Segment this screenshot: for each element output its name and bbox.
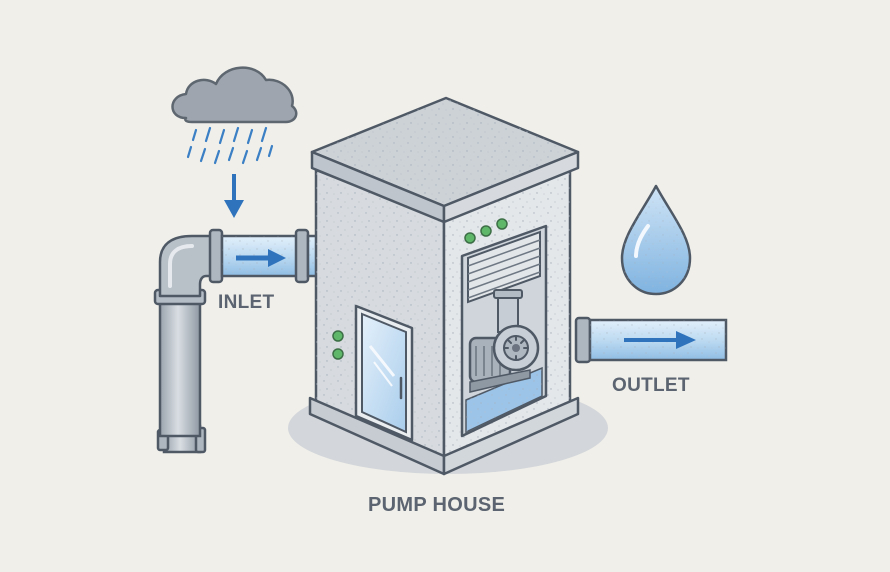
glass-door [354, 304, 414, 442]
rain-cloud-icon [171, 66, 298, 165]
inlet-label: INLET [218, 292, 275, 313]
arrow-down-icon [224, 174, 244, 218]
pump-house [308, 96, 580, 476]
pump-house-label: PUMP HOUSE [368, 494, 506, 516]
side-indicator-lights [332, 330, 344, 360]
arrow-right-icon [624, 331, 696, 349]
outlet-label: OUTLET [612, 375, 690, 396]
water-drop-icon [620, 184, 692, 296]
indicator-lights [464, 218, 508, 244]
arrow-right-icon [236, 249, 286, 267]
pump-bay [460, 224, 548, 438]
